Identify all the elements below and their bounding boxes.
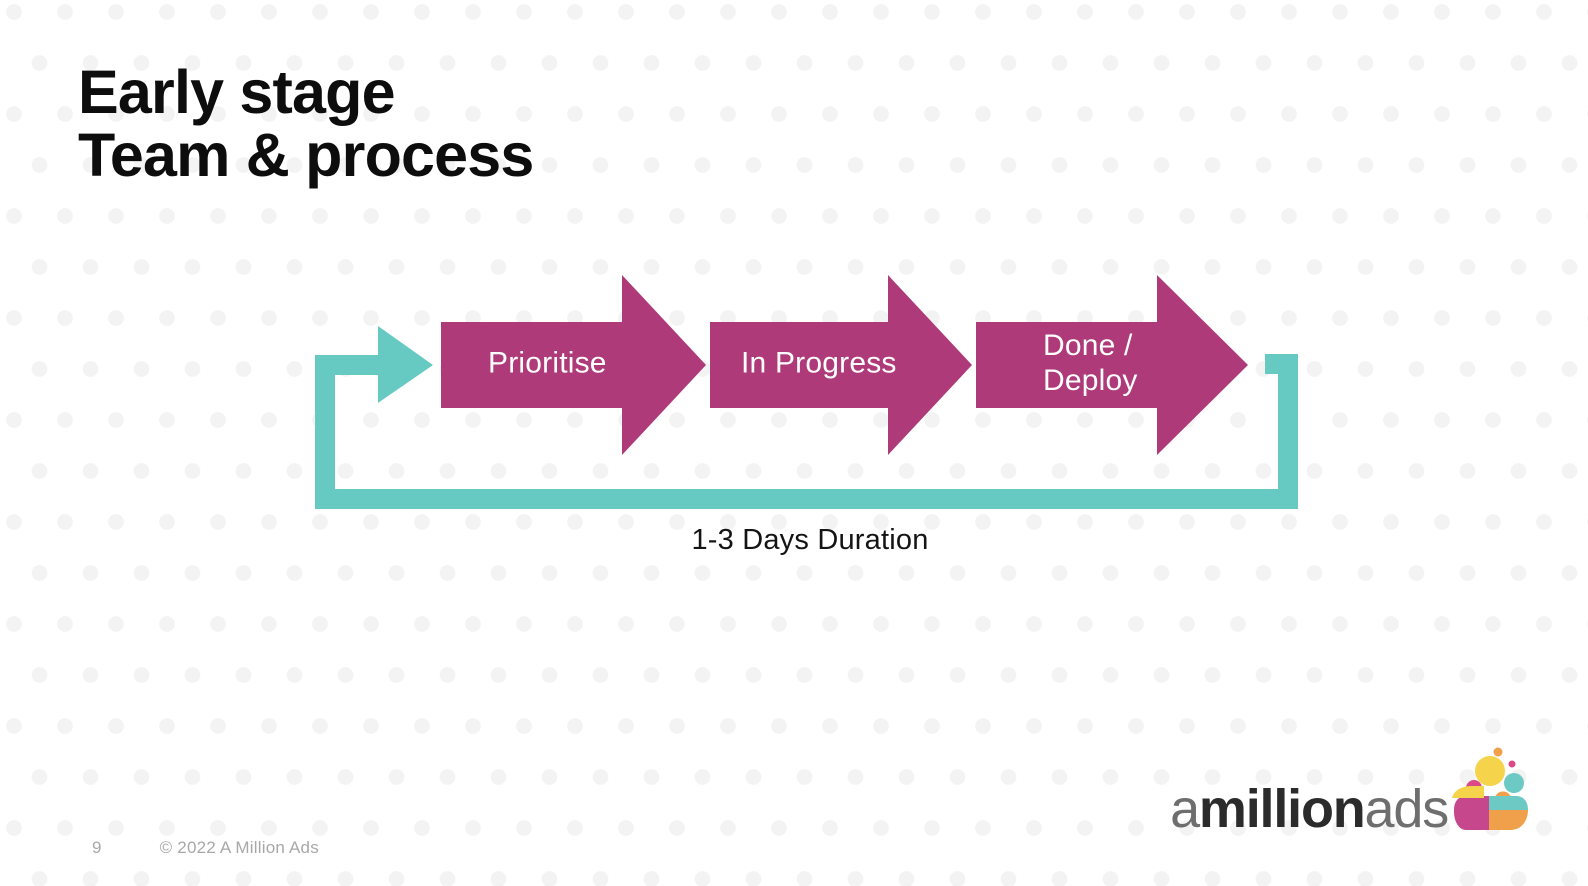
- title-line-1: Early stage: [78, 58, 396, 126]
- process-flow-diagram: Prioritise In Progress Done / Deploy 1-3…: [300, 260, 1320, 580]
- burst-mark-icon: [1444, 738, 1530, 834]
- copyright-text: © 2022 A Million Ads: [159, 838, 319, 857]
- flow-step-arrow-done-deploy[interactable]: [976, 275, 1248, 455]
- footer: 9 © 2022 A Million Ads: [92, 838, 319, 858]
- wordmark-part-a: a: [1170, 779, 1200, 839]
- flow-shapes: [315, 275, 1298, 509]
- title-line-2: Team & process: [78, 121, 534, 190]
- wordmark-part-ads: ads: [1364, 779, 1450, 839]
- flow-step-arrow-prioritise[interactable]: [441, 275, 706, 455]
- brand-wordmark: amillionads: [1170, 779, 1450, 839]
- loop-duration-caption: 1-3 Days Duration: [691, 524, 929, 556]
- page-title: Early stage Team & process: [78, 58, 534, 190]
- page-number: 9: [92, 838, 102, 857]
- loopback-arrow-teal: [315, 326, 1298, 509]
- brand-logo: amillionads: [1170, 738, 1530, 838]
- flow-step-arrow-in-progress[interactable]: [710, 275, 972, 455]
- wordmark-part-million: million: [1198, 779, 1366, 839]
